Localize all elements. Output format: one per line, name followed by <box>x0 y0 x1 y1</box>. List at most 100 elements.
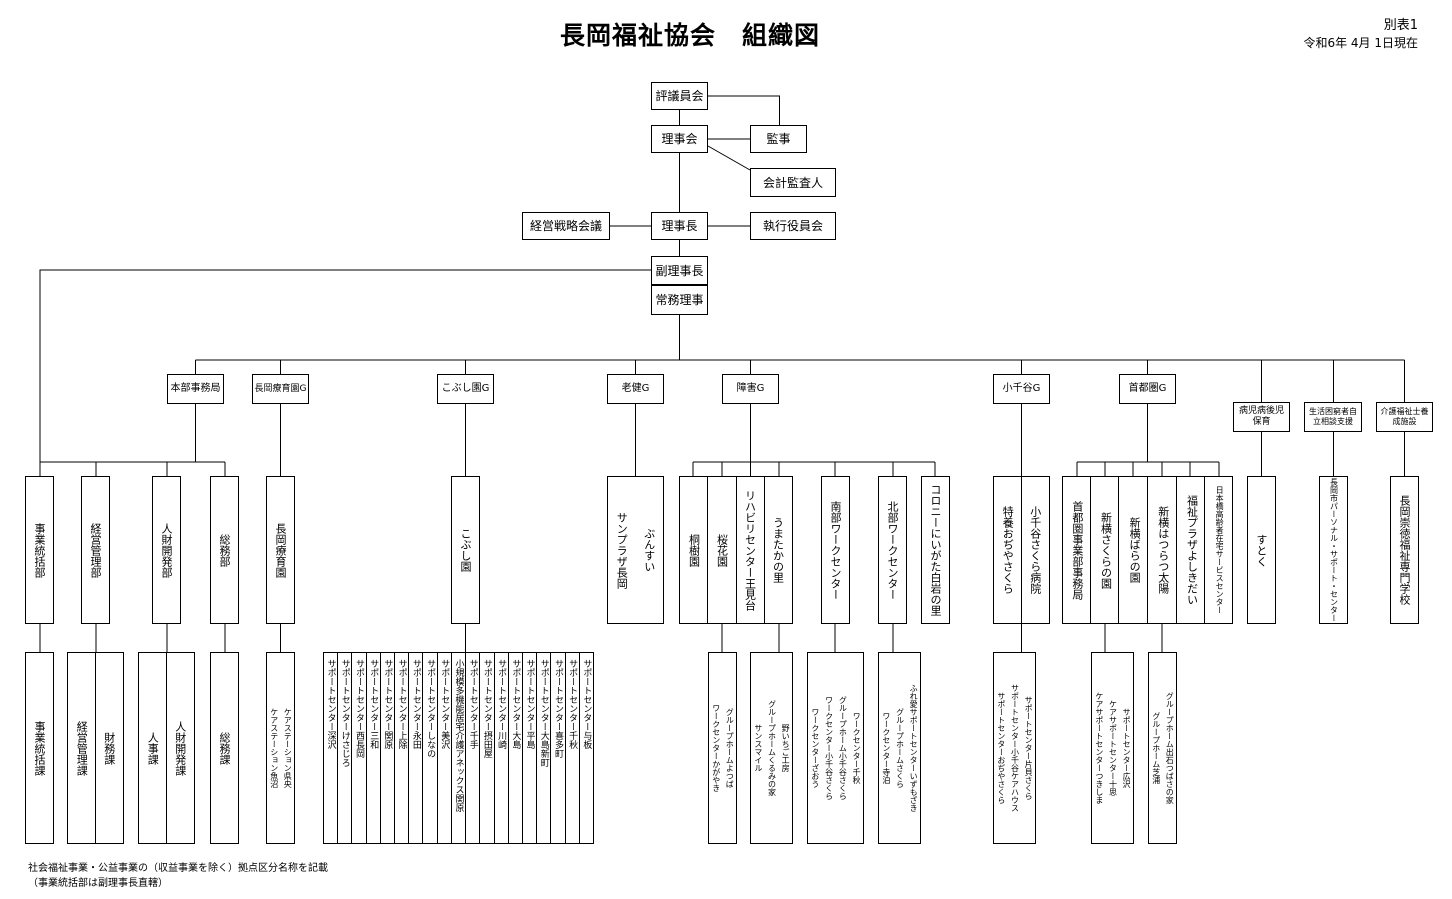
jinzai-divider <box>166 652 167 844</box>
sub-kobushi-center-label: サポートセンター千手 <box>467 659 478 749</box>
sub-jigyo-tokatsu-ka: 事業統括課 <box>25 652 54 844</box>
unit-ojiya-hospital: 小千谷さくら病院 <box>1028 506 1042 594</box>
sub-gh-yotsuba: グループホームよつば <box>725 708 735 788</box>
footnote-1: 社会福祉事業・公益事業の（収益事業を除く）拠点区分名称を記載 <box>28 863 328 874</box>
shogai-dividers <box>707 476 765 624</box>
unit-shinyoko-bara: 新横ばらの園 <box>1128 517 1142 583</box>
sub-kobushi-center: サポートセンター千秋 <box>564 652 580 844</box>
sub-kobushi-center-label: サポートセンター平島 <box>524 659 535 749</box>
unit-shinyoko-hatsuratsu: 新横はつらつ太陽 <box>1156 506 1170 594</box>
sub-kobushi-center-label: サポートセンター摂田屋 <box>481 659 492 758</box>
unit-keiei-kanri: 経営管理部 <box>81 476 110 624</box>
group-kochiya: 小千谷G <box>993 374 1050 404</box>
sub-care-pair: ケアステーション県央 ケアステーション魚沼 <box>266 652 295 844</box>
sub-shogai-mid: 野いちご工房 グループホームくるみの家 サンスマイル <box>750 652 793 844</box>
unit-umatakano: うまたかの里 <box>771 517 785 583</box>
sub-kobushi-center-label: サポートセンター与板 <box>581 659 592 749</box>
sub-gh-shibaura: グループホーム芝浦 <box>1151 712 1161 784</box>
sub-katakai: サポートセンター片貝さくら <box>1024 696 1034 800</box>
sub-work-ojiyasakura: ワークセンター小千谷さくら <box>824 696 834 800</box>
sub-shuto-left: サポートセンター広沢 ケアサポートセンター十思 ケアサポートセンターつきしま <box>1091 652 1134 844</box>
group-kaigo: 介護福祉士養成施設 <box>1376 402 1433 432</box>
node-strategy: 経営戦略会議 <box>522 212 610 240</box>
sub-kobushi-center-label: サポートセンター永田 <box>410 659 421 749</box>
page-title: 長岡福祉協会 組織図 <box>559 21 820 50</box>
sub-kobushi-center: サポートセンターしなの <box>422 652 438 844</box>
connector-shogai-subs <box>721 624 894 652</box>
connector-board-accounting <box>707 145 751 171</box>
sub-kobushi-center-label: サポートセンター大島新町 <box>538 659 549 767</box>
unit-oukaen: 桜花園 <box>715 533 729 567</box>
sub-kobushi-center-label: サポートセンター千秋 <box>567 659 578 749</box>
sub-kobushi-center-label: 小規模多機能居宅介護アネックス関原 <box>453 659 464 812</box>
unit-jinzai: 人財開発部 <box>152 476 181 624</box>
unit-sunplaza: サンプラザ長岡 <box>615 511 629 589</box>
unit-plaza-yoshikidai: 福祉プラザよしきだい <box>1185 495 1199 605</box>
node-accounting-auditor: 会計監査人 <box>750 168 836 197</box>
sub-hokubu-set: ふれ愛サポートセンターいずもざき グループホームさくら ワークセンター寺泊 <box>878 652 921 844</box>
sub-gh-sakura: グループホームさくら <box>895 708 905 788</box>
appendix-label: 別表1 <box>1383 18 1418 33</box>
sub-kobushi-center-label: サポートセンター美沢 <box>439 659 450 749</box>
sub-work-teradomari: ワークセンター寺泊 <box>881 712 891 784</box>
sub-somu-ka: 総務課 <box>210 652 239 844</box>
sub-nanbu-set: ワークセンター千秋 グループホーム小千谷さくら ワークセンター小千谷さくら ワー… <box>807 652 864 844</box>
sub-kobushi-center: サポートセンター永田 <box>408 652 424 844</box>
unit-colony: コロニーにいがた白岩の里 <box>921 476 950 624</box>
unit-shuto-office: 首都圏事業部事務局 <box>1070 500 1084 600</box>
sub-ojiya-care: サポートセンター小千谷ケアハウス <box>1010 684 1020 812</box>
node-chairman: 理事長 <box>651 212 708 240</box>
sub-work-kagayaki: ワークセンターかがやき <box>711 704 721 792</box>
sub-kobushi-center-label: サポートセンター西長岡 <box>354 659 364 758</box>
sub-care-toshi: ケアサポートセンター十思 <box>1108 700 1118 796</box>
sub-zaimu-ka: 財務課 <box>102 731 116 765</box>
sub-kobushi-center-label: サポートセンター三和 <box>368 659 379 749</box>
connector-shogai <box>692 404 936 476</box>
sub-kobushi-center: サポートセンター深沢 <box>323 652 339 844</box>
unit-bunsui: ぶんすい <box>642 528 656 572</box>
connector-shuto <box>1076 404 1220 476</box>
node-auditor: 監事 <box>750 125 807 153</box>
connector-shuto-subs <box>1104 624 1163 652</box>
sub-kobushi-center-label: サポートセンター大島 <box>510 659 521 749</box>
unit-tojuen: 桐樹園 <box>687 533 701 567</box>
sub-care-kenou: ケアステーション県央 <box>283 708 293 788</box>
sub-kobushi-center: サポートセンター西長岡 <box>351 652 367 844</box>
sub-keiei-kanri-ka: 経営管理課 <box>75 720 89 776</box>
sub-shuto-right: グループホーム出石つばさの家 グループホーム芝浦 <box>1148 652 1177 844</box>
unit-rehabili: リハビリセンター王見台 <box>743 489 757 611</box>
group-shuto: 首都圏G <box>1119 374 1176 404</box>
sub-kobushi-center: サポートセンター与板 <box>578 652 594 844</box>
sub-gh-kurumi: グループホームくるみの家 <box>767 700 777 796</box>
sub-kobushi-center-label: サポートセンター上除 <box>396 659 407 749</box>
sub-kobushi-center: サポートセンター大島新町 <box>536 652 552 844</box>
unit-kobushien: こぶし園 <box>451 476 480 624</box>
sub-kobushi-center: サポートセンター平島 <box>521 652 538 844</box>
sub-kobushi-center: サポートセンター三和 <box>365 652 381 844</box>
sub-kobushi-center-label: サポートセンターしなの <box>425 659 436 758</box>
sub-hirosawa: サポートセンター広沢 <box>1122 708 1132 788</box>
connector-council-auditor <box>707 95 780 125</box>
unit-somu: 総務部 <box>210 476 239 624</box>
unit-nanbu: 南部ワークセンター <box>821 476 850 624</box>
sub-ojiyasakura: サポートセンターおぢやさくら <box>996 692 1006 804</box>
connector-honbu-depts <box>39 404 226 476</box>
unit-nihon-bashi: 日本橋高齢者在宅サービスセンター <box>1215 486 1225 614</box>
unit-hokubu: 北部ワークセンター <box>878 476 907 624</box>
sub-kobushi-center: サポートセンター美沢 <box>436 652 452 844</box>
group-shogai: 障害G <box>722 374 779 404</box>
unit-shinyoko-sakura: 新横さくらの園 <box>1099 511 1113 589</box>
group-kobushi: こぶし園G <box>437 374 494 404</box>
sub-kobushi-center: 小規模多機能居宅介護アネックス関原 <box>450 652 467 844</box>
node-vice-chairman: 副理事長 <box>651 256 708 285</box>
keiei-divider <box>95 652 96 844</box>
sub-kobushi-center: サポートセンター千手 <box>465 652 481 844</box>
sub-fureai: ふれ愛サポートセンターいずもざき <box>909 684 919 812</box>
sub-work-chiaki: ワークセンター千秋 <box>852 712 862 784</box>
group-nagaoka-ryoiku: 長岡療育園G <box>252 374 309 404</box>
kochiya-divider <box>1021 476 1022 624</box>
connector-honbu-subs <box>39 624 226 652</box>
as-of-date: 令和6年 4月 1日現在 <box>1303 36 1418 50</box>
